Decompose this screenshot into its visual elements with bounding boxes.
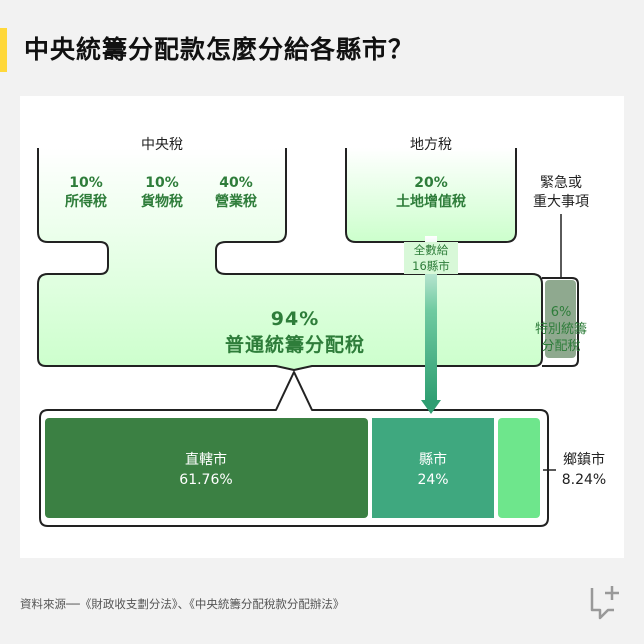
income-tax-percent: 10% — [69, 175, 103, 191]
central-tax-label: 中央稅 — [141, 137, 183, 153]
emergency-line2: 重大事項 — [533, 194, 589, 210]
township-percent: 8.24% — [561, 472, 607, 488]
county-city-label: 縣市 24% — [393, 450, 473, 490]
land-tax-name: 土地增值稅 — [396, 194, 466, 210]
source-note: 資料來源──《財政收支劃分法》、《中央統籌分配稅款分配辦法》 — [20, 597, 345, 611]
flow-arrow-head — [421, 400, 441, 414]
general-fund-name: 普通統籌分配稅 — [224, 334, 365, 356]
commodity-tax: 10% 貨物稅 — [131, 174, 193, 212]
flow-note-line1: 全數給 — [413, 243, 449, 257]
income-tax: 10% 所得稅 — [55, 174, 117, 212]
township-name: 鄉鎮市 — [563, 452, 605, 468]
central-tax-funnel — [37, 148, 543, 371]
flow-note-line2: 16縣市 — [412, 259, 450, 273]
business-tax-name: 營業稅 — [215, 194, 257, 210]
municipality-name: 直轄市 — [185, 452, 227, 468]
bar-township — [498, 418, 540, 518]
emergency-line1: 緊急或 — [540, 175, 582, 191]
business-tax: 40% 營業稅 — [205, 174, 267, 212]
special-fund-outline — [542, 277, 579, 367]
bar-county-city — [372, 418, 494, 518]
flow-arrow-shaft — [425, 236, 437, 402]
bar-municipality — [45, 418, 368, 518]
special-fund-line2: 分配稅 — [541, 339, 581, 354]
commodity-tax-name: 貨物稅 — [141, 194, 183, 210]
municipality-percent: 61.76% — [179, 472, 233, 488]
emergency-label: 緊急或 重大事項 — [522, 174, 600, 212]
land-tax-percent: 20% — [414, 175, 448, 191]
municipality-label: 直轄市 61.76% — [146, 450, 266, 490]
local-tax-label: 地方稅 — [410, 137, 452, 153]
township-label: 鄉鎮市 8.24% — [552, 450, 616, 490]
special-fund-percent: 6% — [550, 305, 572, 320]
income-tax-name: 所得稅 — [65, 194, 107, 210]
general-fund-percent: 94% — [270, 308, 320, 330]
brand-logo-icon — [590, 586, 619, 620]
commodity-tax-percent: 10% — [145, 175, 179, 191]
flow-note: 全數給 16縣市 — [404, 242, 458, 274]
special-fund-panel — [545, 280, 576, 358]
county-city-name: 縣市 — [419, 452, 447, 468]
page-title: 中央統籌分配款怎麼分給各縣市？ — [24, 35, 415, 64]
special-fund: 6% 特別統籌 分配稅 — [524, 304, 598, 355]
title-accent-bar — [0, 28, 7, 72]
general-fund: 94% 普通統籌分配稅 — [190, 306, 400, 358]
county-city-percent: 24% — [417, 472, 449, 488]
business-tax-percent: 40% — [219, 175, 253, 191]
land-value-increment-tax: 20% 土地增值稅 — [381, 174, 481, 212]
special-fund-line1: 特別統籌 — [534, 322, 587, 337]
